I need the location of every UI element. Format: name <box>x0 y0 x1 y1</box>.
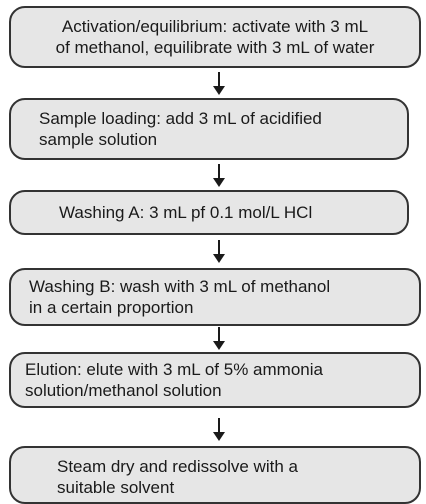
step-text-line: Elution: elute with 3 mL of 5% ammonia <box>25 360 323 379</box>
step-washing-a: Washing A: 3 mL pf 0.1 mol/L HCl <box>9 190 409 235</box>
step-steam-dry-redissolve: Steam dry and redissolve with a suitable… <box>9 446 421 504</box>
step-activation-equilibrium: Activation/equilibrium: activate with 3 … <box>9 6 421 68</box>
step-sample-loading: Sample loading: add 3 mL of acidified sa… <box>9 98 409 160</box>
step-text-line: Washing B: wash with 3 mL of methanol <box>29 277 331 296</box>
step-text-line: solution/methanol solution <box>25 381 222 400</box>
step-text-line: sample solution <box>39 130 158 149</box>
down-arrow-icon <box>211 418 227 442</box>
step-washing-b: Washing B: wash with 3 mL of methanol in… <box>9 268 421 326</box>
step-text-line: Steam dry and redissolve with a <box>57 457 298 476</box>
step-text-line: suitable solvent <box>57 478 175 497</box>
step-text-line: Washing A: 3 mL pf 0.1 mol/L HCl <box>59 203 313 222</box>
step-text-line: Activation/equilibrium: activate with 3 … <box>61 17 369 36</box>
down-arrow-icon <box>211 240 227 264</box>
step-text-line: in a certain proportion <box>29 298 194 317</box>
step-elution: Elution: elute with 3 mL of 5% ammonia s… <box>9 352 421 408</box>
down-arrow-icon <box>211 164 227 188</box>
down-arrow-icon <box>211 72 227 96</box>
step-text-line: Sample loading: add 3 mL of acidified <box>39 109 322 128</box>
down-arrow-icon <box>211 327 227 351</box>
step-text-line: of methanol, equilibrate with 3 mL of wa… <box>55 38 375 57</box>
